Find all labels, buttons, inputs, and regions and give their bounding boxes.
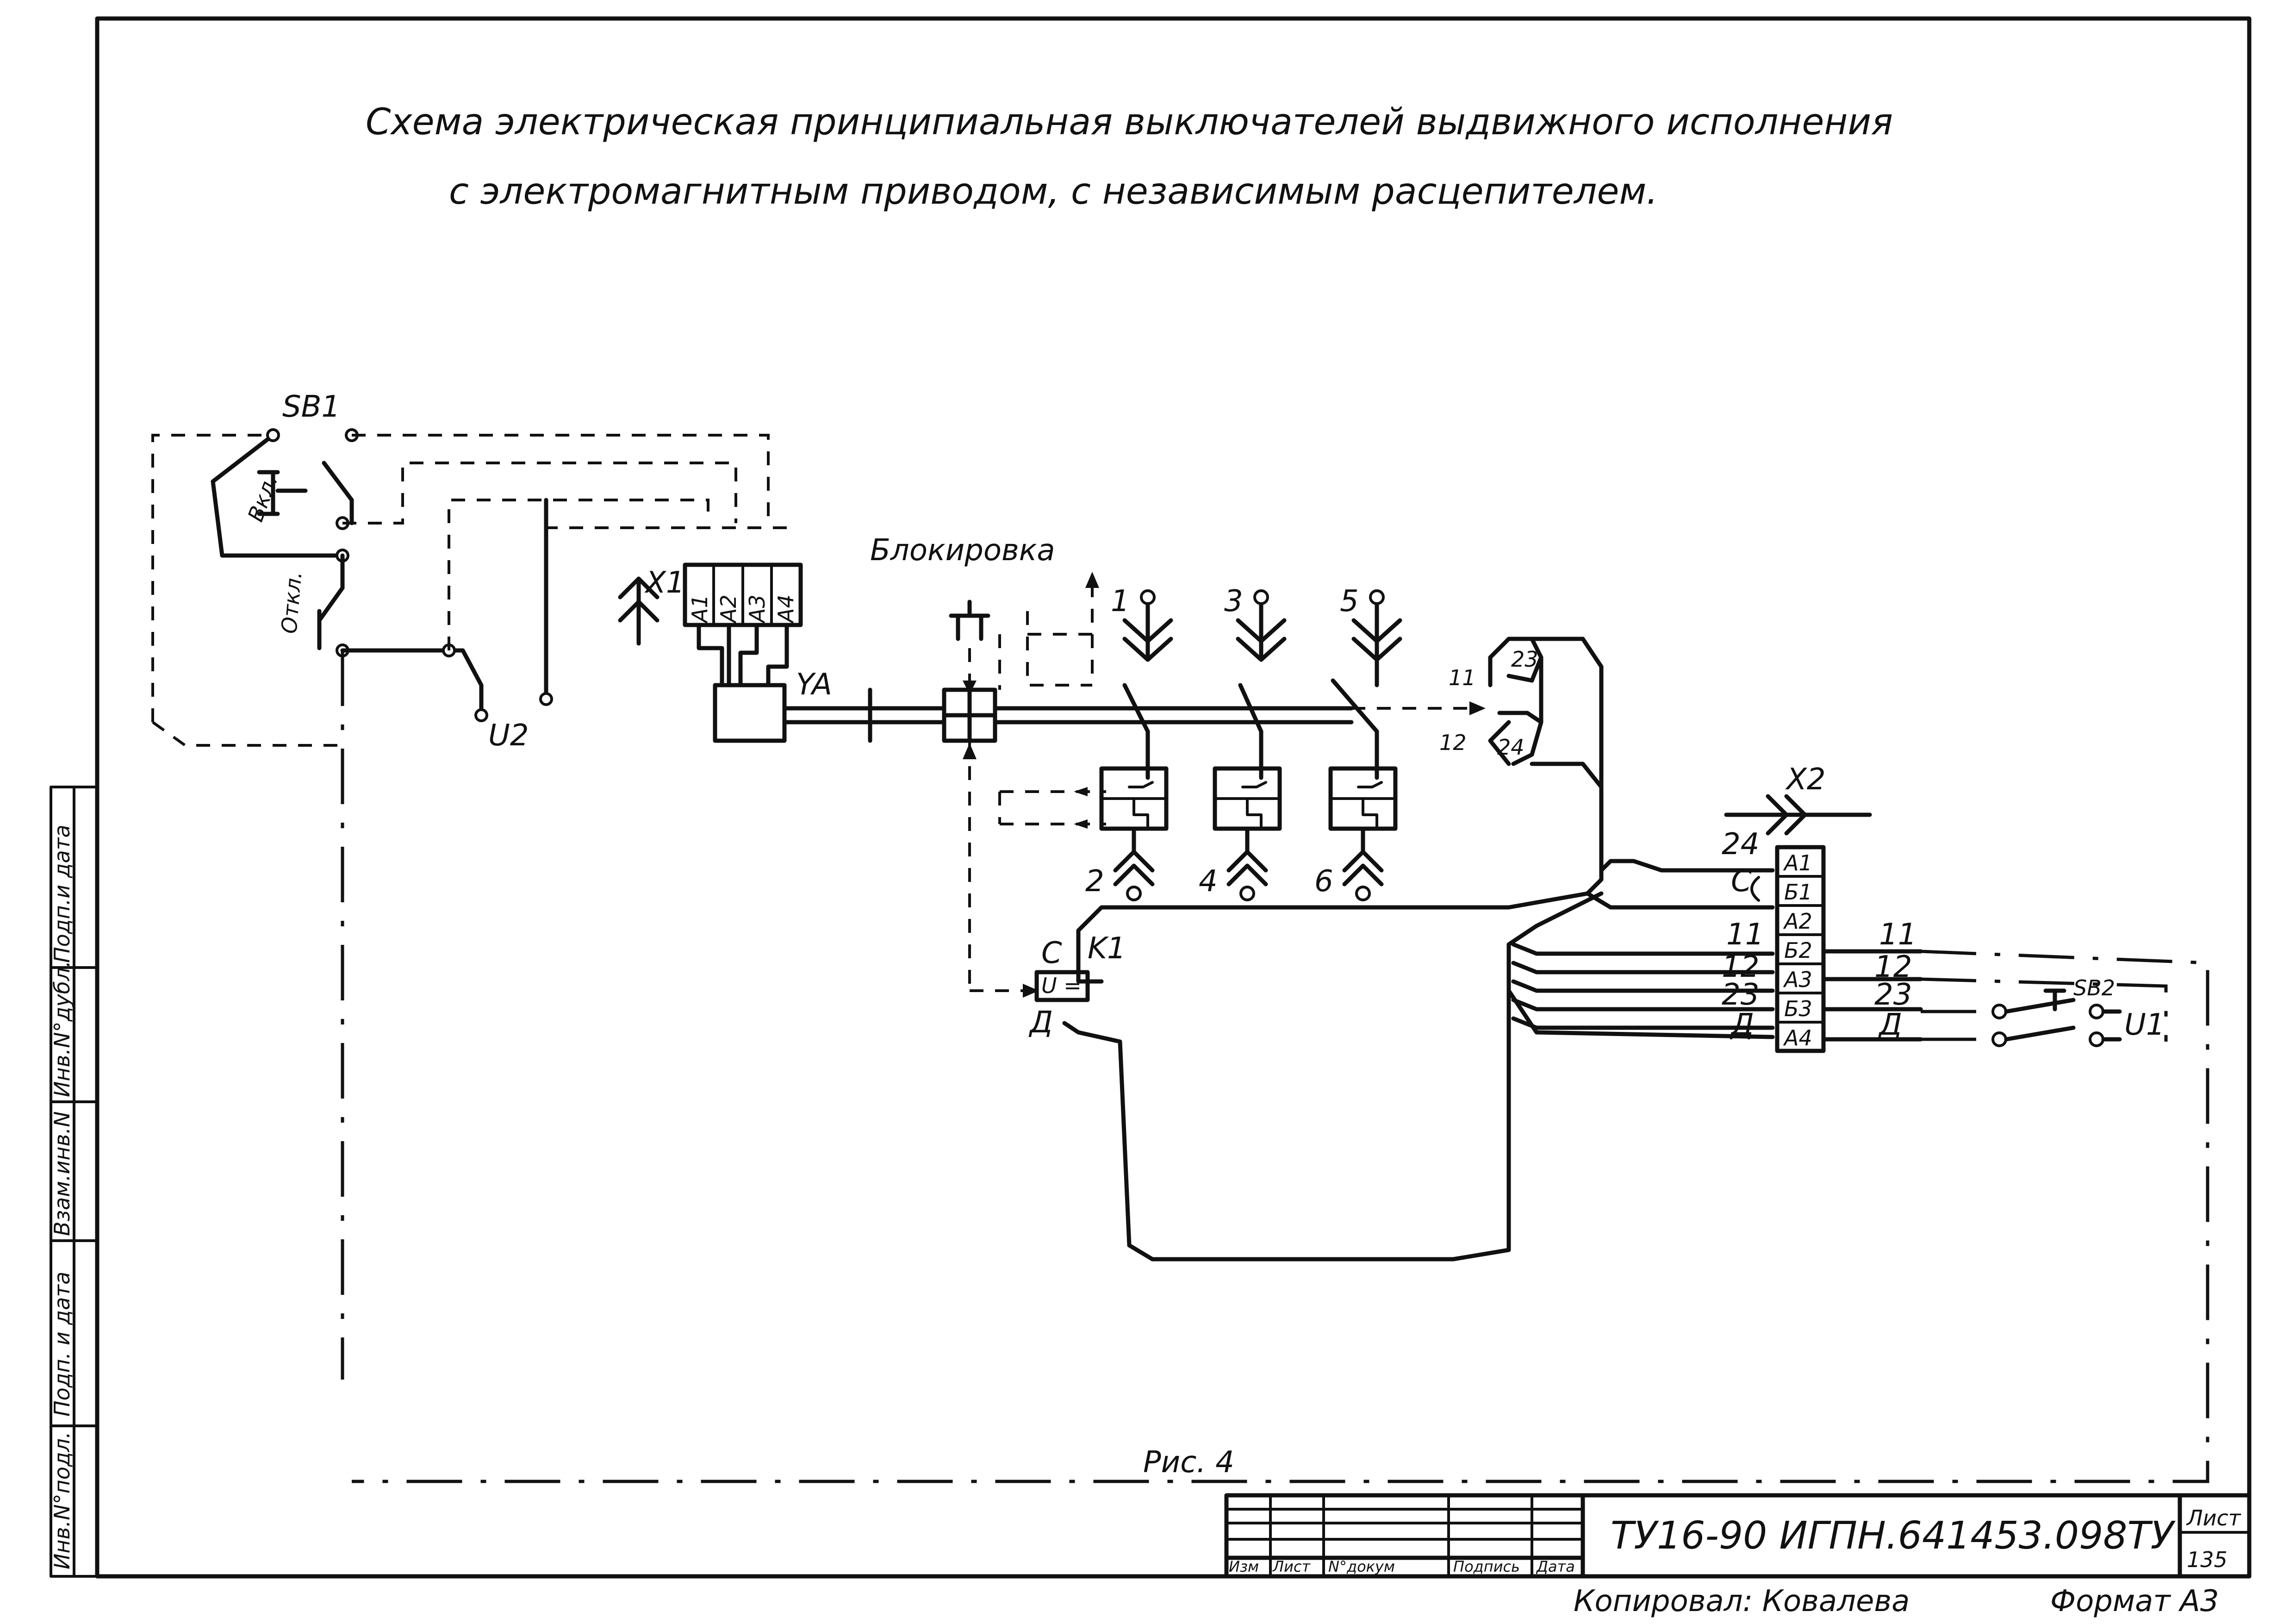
stamp-podp-data-2: Подп.и дата [50, 824, 75, 963]
x2-connector: X2 A1 Б1 A2 Б2 A3 Б3 A4 24 C 11 12 23 Д … [352, 762, 2209, 1483]
contact-5-label: 5 [1340, 584, 1359, 618]
k1-coil-label: U = [1041, 973, 1082, 998]
x2-pin-b1: Б1 [1784, 880, 1812, 905]
k1-d-label: Д [1028, 1006, 1053, 1040]
stamp-inv-podl: Инв.N°подл. [50, 1431, 75, 1569]
k1-label: K1 [1088, 931, 1126, 966]
x2-pin-b2: Б2 [1784, 938, 1812, 963]
out-23-label: 23 [1874, 978, 1912, 1012]
title-block: Изм Лист N°докум Подпись Дата ТУ16-90 ИГ… [1224, 1493, 2252, 1579]
copied-by: Копировал: Ковалева [1574, 1584, 1910, 1618]
otkl-label: Откл. [276, 570, 307, 635]
side-stamp: Инв.N°подл. Подп. и дата Взам.инв.N Инв.… [50, 786, 99, 1578]
x2-label: X2 [1785, 762, 1826, 797]
blokirovka-label: Блокировка [870, 533, 1055, 568]
x1-pin-a3: A3 [745, 594, 770, 624]
k1-relay: U = K1 C Д [1028, 931, 1126, 1040]
x2-pin-a3: A3 [1783, 967, 1812, 992]
main-pole-3: 3 4 [1199, 584, 1287, 901]
sb1-button-group: SB1 Вкл. Откл. U2 [151, 390, 796, 1380]
contact-1-label: 1 [1111, 584, 1130, 618]
ya-solenoid: YA [713, 668, 946, 743]
contact-3-label: 3 [1224, 584, 1243, 618]
k1-c-label: C [1041, 936, 1062, 970]
x2-pin-a1: A1 [1783, 850, 1812, 875]
sheet-format: Формат А3 [2050, 1584, 2219, 1618]
col-data: Дата [1536, 1558, 1575, 1575]
sheet-number: 135 [2187, 1547, 2228, 1572]
stamp-inv-dubl: Инв.N°дубл. [50, 961, 75, 1097]
sheet-frame [95, 16, 2252, 1579]
figure-caption: Рис. 4 [1143, 1445, 1234, 1480]
contact-4-label: 4 [1199, 864, 1218, 899]
stamp-podp-data-1: Подп. и дата [50, 1272, 75, 1417]
sb1-label: SB1 [282, 390, 340, 424]
title-line-2: с электромагнитным приводом, с независим… [449, 171, 1658, 212]
out-11-label: 11 [1879, 918, 1916, 952]
u1-label: U1 [2124, 1008, 2165, 1042]
interlock: Блокировка [870, 533, 1486, 998]
x1-pin-a1: A1 [687, 594, 712, 624]
col-izm: Изм [1229, 1558, 1259, 1575]
col-n-dokum: N°докум [1328, 1558, 1395, 1575]
wire-c-label: C [1731, 864, 1752, 899]
x2-pin-a4: A4 [1783, 1025, 1812, 1050]
x1-pin-a2: A2 [716, 594, 741, 624]
x1-connector: X1 A1 A2 A3 A4 [618, 562, 803, 687]
aux-11-label: 11 [1449, 665, 1476, 690]
x1-label: X1 [644, 566, 685, 600]
x1-pin-a4: A4 [773, 594, 798, 624]
contact-6-label: 6 [1314, 864, 1333, 899]
main-contacts: 1 2 3 4 [1085, 584, 1402, 901]
contact-2-label: 2 [1085, 864, 1104, 899]
wire-23-label: 23 [1722, 978, 1759, 1012]
x2-pin-b3: Б3 [1784, 996, 1812, 1021]
main-pole-1: 1 2 [1085, 584, 1173, 901]
aux-23-label: 23 [1511, 647, 1538, 672]
doc-number: ТУ16-90 ИГПН.641453.098ТУ [1611, 1514, 2176, 1558]
aux-24-label: 24 [1497, 735, 1524, 760]
aux-contact-block: 11 12 23 24 [1439, 637, 1604, 873]
u2-label: U2 [488, 718, 529, 753]
ya-label: YA [796, 668, 832, 702]
sb2-u1-group: SB2 U1 [1991, 975, 2165, 1047]
title-line-1: Схема электрическая принципиальная выклю… [366, 101, 1893, 143]
sb2-label: SB2 [2073, 975, 2115, 1000]
sheet-label: Лист [2186, 1505, 2241, 1530]
vkl-label: Вкл. [243, 471, 283, 525]
out-d-label: Д [1878, 1008, 1902, 1042]
col-list: Лист [1272, 1558, 1311, 1575]
wire-12-label: 12 [1722, 950, 1759, 984]
aux-12-label: 12 [1439, 730, 1467, 755]
wire-11-label: 11 [1726, 918, 1764, 952]
aux-wiring [1062, 859, 1775, 1262]
x2-pin-a2: A2 [1783, 909, 1812, 934]
stamp-vzam-inv: Взам.инв.N [50, 1111, 75, 1236]
wire-24-label: 24 [1722, 827, 1759, 862]
wire-d-label: Д [1730, 1008, 1754, 1042]
col-podpis: Подпись [1453, 1558, 1520, 1575]
main-pole-5: 5 6 [1314, 584, 1402, 901]
